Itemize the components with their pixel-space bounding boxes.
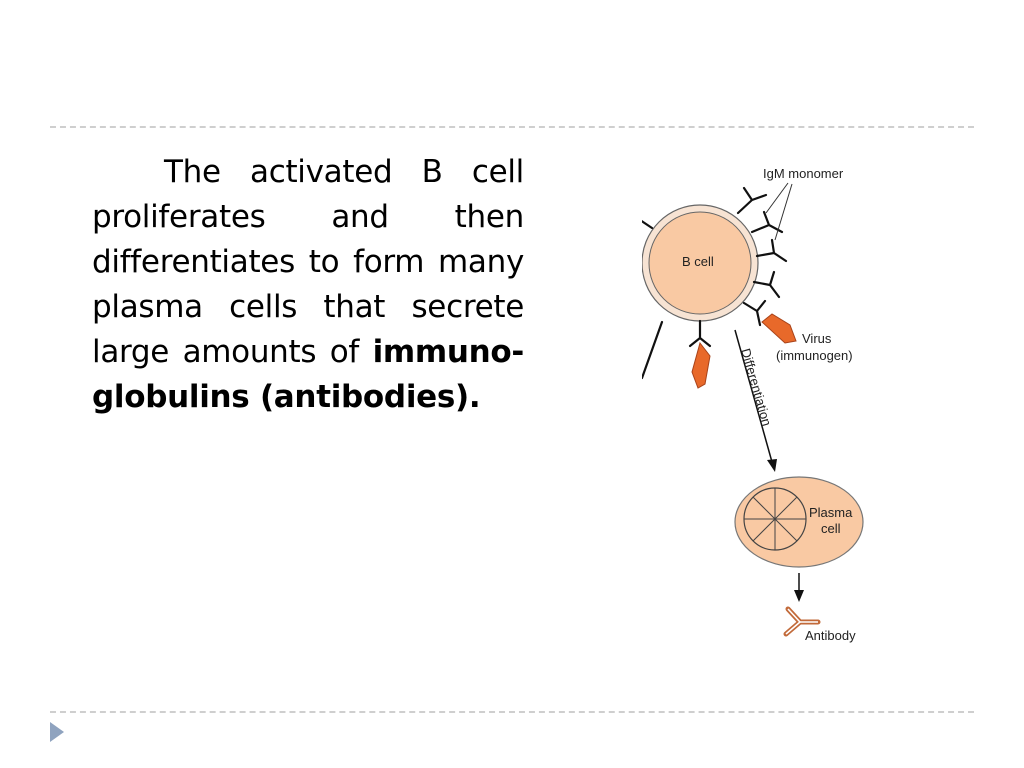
- virus-particles: [691, 313, 797, 389]
- play-arrow-icon[interactable]: [50, 722, 64, 742]
- igm-receptors: [642, 186, 788, 380]
- antibody-arrow: [794, 573, 804, 602]
- igm-monomer-label: IgM monomer: [763, 166, 844, 181]
- bottom-divider: [50, 711, 974, 713]
- body-text-bold: immuno-globulins (antibodies).: [92, 334, 524, 415]
- immunogen-label: (immunogen): [776, 348, 853, 363]
- plasma-cell-label: cell: [821, 521, 841, 536]
- b-cell-label: B cell: [682, 254, 714, 269]
- plasma-label: Plasma: [809, 505, 853, 520]
- virus-label: Virus: [802, 331, 832, 346]
- body-text-regular: The activated B cell proliferates and th…: [92, 154, 524, 370]
- antibody-label: Antibody: [805, 628, 856, 643]
- differentiation-arrow: [734, 329, 777, 472]
- b-cell: [642, 204, 759, 322]
- plasma-cell: [734, 476, 864, 568]
- differentiation-label: Differentiation: [738, 347, 774, 428]
- slide-body-text: The activated B cell proliferates and th…: [92, 150, 524, 420]
- igm-pointers: [765, 182, 793, 241]
- b-cell-diagram: IgM monomer B cell Virus (immunogen) Dif…: [642, 166, 864, 643]
- top-divider: [50, 126, 974, 128]
